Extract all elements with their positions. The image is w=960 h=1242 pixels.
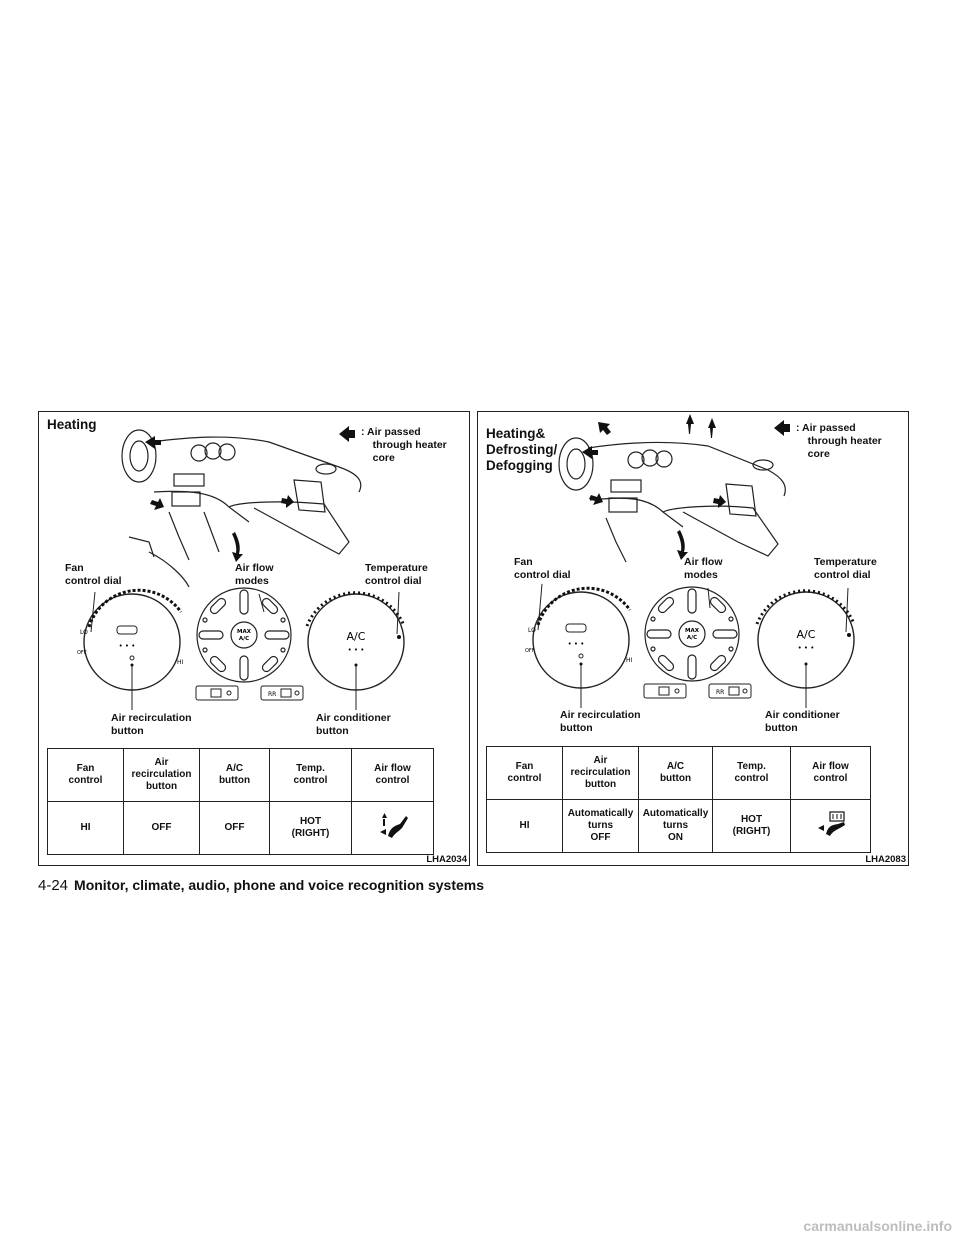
rr-label: RR	[268, 691, 276, 698]
temperature-control-dial: A/C • • •	[755, 589, 856, 689]
max-ac-label: MAX	[237, 629, 252, 635]
figure-code: LHA2034	[426, 854, 467, 865]
header-ac-button: A/C button	[199, 748, 270, 802]
ac-label: A/C	[347, 630, 366, 643]
legend-text: : Air passed through heater core	[361, 426, 447, 464]
callout-fan-control-dial: Fan control dial	[65, 562, 122, 587]
ac-label: A/C	[797, 628, 816, 641]
heating-panel: Heating	[38, 411, 470, 866]
callout-air-conditioner-button: Air conditioner button	[316, 712, 391, 737]
max-ac-label: MAX	[685, 628, 700, 634]
watermark: carmanualsonline.info	[803, 1218, 952, 1234]
header-air-recirculation: Air recirculation button	[123, 748, 200, 802]
dashboard-illustration: • • • LO OFF HI MAX A/C A/C •	[525, 414, 856, 708]
table-row: HI OFF OFF HOT (RIGHT)	[47, 801, 434, 855]
callout-fan-control-dial: Fan control dial	[514, 556, 571, 581]
legend-arrow-icon	[774, 420, 790, 436]
cell-air-recirculation: Automatically turns OFF	[562, 799, 639, 853]
header-air-recirculation: Air recirculation button	[562, 746, 639, 800]
fan-lo-label: LO	[528, 627, 536, 634]
header-fan-control: Fan control	[486, 746, 563, 800]
header-air-flow-control: Air flow control	[790, 746, 871, 800]
legend-arrow-icon	[339, 426, 355, 442]
temperature-control-dial: A/C • • •	[305, 591, 406, 691]
header-temp-control: Temp. control	[712, 746, 791, 800]
svg-text:• • •: • • •	[348, 646, 365, 654]
floor-airflow-icon	[379, 813, 408, 838]
fan-hi-label: HI	[626, 657, 633, 664]
header-temp-control: Temp. control	[269, 748, 352, 802]
header-fan-control: Fan control	[47, 748, 124, 802]
max-ac-label-2: A/C	[239, 636, 249, 642]
table-header-row: Fan control Air recirculation button A/C…	[486, 746, 871, 800]
rr-label: RR	[716, 689, 724, 696]
legend-text: : Air passed through heater core	[796, 422, 882, 460]
heating-defrosting-panel: Heating& Defrosting/ Defogging	[477, 411, 909, 866]
panel-title: Heating	[47, 417, 97, 432]
callout-air-flow-modes: Air flow modes	[235, 562, 274, 587]
cell-air-flow-control	[790, 799, 871, 853]
fan-hi-label: HI	[177, 659, 184, 666]
callout-air-recirculation-button: Air recirculation button	[111, 712, 192, 737]
header-ac-button: A/C button	[638, 746, 713, 800]
floor-defrost-airflow-icon	[817, 811, 845, 836]
svg-text:• • •: • • •	[119, 642, 136, 650]
dashboard-illustration: • • • LO OFF HI MAX A/C A/	[77, 426, 406, 710]
page-number: 4-24	[38, 877, 69, 894]
callout-temperature-control-dial: Temperature control dial	[814, 556, 877, 581]
cell-temp-control: HOT (RIGHT)	[712, 799, 791, 853]
panel-title: Heating& Defrosting/ Defogging	[486, 426, 558, 473]
cell-fan-control: HI	[486, 799, 563, 853]
fan-off-label: OFF	[77, 650, 87, 656]
cell-ac-button: Automatically turns ON	[638, 799, 713, 853]
settings-table: Fan control Air recirculation button A/C…	[47, 748, 434, 855]
callout-air-flow-modes: Air flow modes	[684, 556, 723, 581]
callout-air-conditioner-button: Air conditioner button	[765, 709, 840, 734]
svg-text:• • •: • • •	[568, 640, 585, 648]
cell-temp-control: HOT (RIGHT)	[269, 801, 352, 855]
fan-off-label: OFF	[525, 648, 535, 654]
section-title: Monitor, climate, audio, phone and voice…	[74, 877, 484, 893]
cell-fan-control: HI	[47, 801, 124, 855]
fan-control-dial: • • • LO OFF HI	[525, 586, 633, 689]
fan-lo-label: LO	[80, 629, 88, 636]
page-footer: 4-24 Monitor, climate, audio, phone and v…	[38, 876, 484, 895]
airflow-mode-selector	[196, 587, 292, 683]
max-ac-label-2: A/C	[687, 635, 697, 641]
svg-text:• • •: • • •	[798, 644, 815, 652]
figure-code: LHA2083	[865, 854, 906, 865]
cell-ac-button: OFF	[199, 801, 270, 855]
header-air-flow-control: Air flow control	[351, 748, 434, 802]
cell-air-recirculation: OFF	[123, 801, 200, 855]
settings-table: Fan control Air recirculation button A/C…	[486, 746, 871, 853]
table-header-row: Fan control Air recirculation button A/C…	[47, 748, 434, 802]
callout-air-recirculation-button: Air recirculation button	[560, 709, 641, 734]
cell-air-flow-control	[351, 801, 434, 855]
callout-temperature-control-dial: Temperature control dial	[365, 562, 428, 587]
airflow-mode-selector	[644, 586, 740, 682]
table-row: HI Automatically turns OFF Automatically…	[486, 799, 871, 853]
fan-control-dial: • • • LO OFF HI	[77, 588, 184, 691]
